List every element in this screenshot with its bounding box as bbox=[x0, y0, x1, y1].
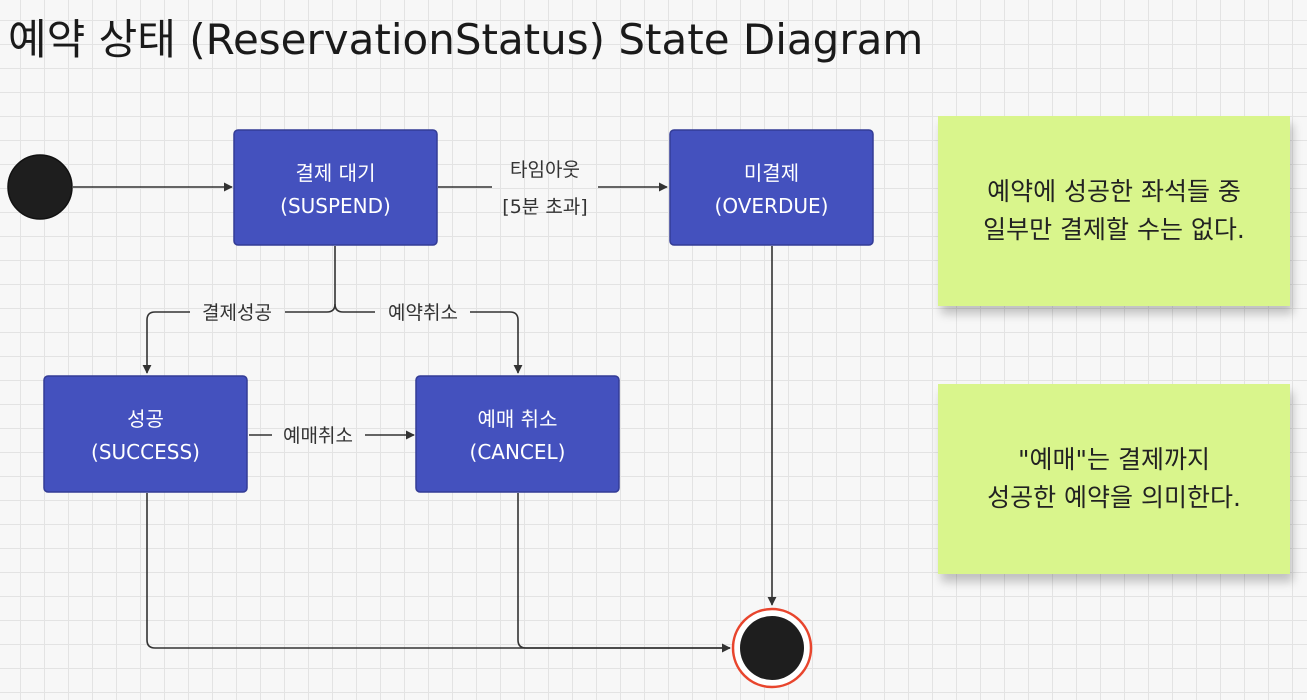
edge-success-to-end bbox=[146, 493, 731, 653]
note2-line1: "예매"는 결제까지 bbox=[1018, 445, 1210, 474]
edge-reserve-cancel bbox=[334, 303, 518, 373]
state-cancel-name: 예매 취소 bbox=[478, 407, 558, 431]
state-suspend[interactable]: 결제 대기 (SUSPEND) bbox=[233, 129, 438, 246]
edge-label-reserve-cancel: 예약취소 bbox=[388, 302, 458, 324]
note1-line1: 예약에 성공한 좌석들 중 bbox=[987, 177, 1241, 206]
state-overdue-name: 미결제 bbox=[744, 161, 799, 185]
edge-label-timeout-1: 타임아웃 bbox=[510, 159, 580, 181]
state-success-code: (SUCCESS) bbox=[91, 440, 200, 464]
page-title: 예약 상태 (ReservationStatus) State Diagram bbox=[8, 15, 924, 64]
edge-cancel-to-end bbox=[517, 493, 730, 649]
edge-label-pay-success: 결제성공 bbox=[202, 302, 272, 324]
start-node[interactable] bbox=[7, 154, 73, 220]
state-cancel-code: (CANCEL) bbox=[470, 440, 566, 464]
state-overdue-code: (OVERDUE) bbox=[715, 194, 829, 218]
state-suspend-name: 결제 대기 bbox=[296, 161, 376, 185]
state-cancel[interactable]: 예매 취소 (CANCEL) bbox=[415, 375, 620, 493]
state-overdue[interactable]: 미결제 (OVERDUE) bbox=[669, 129, 874, 246]
sticky-note-ticket-definition[interactable]: "예매"는 결제까지 성공한 예약을 의미한다. bbox=[938, 384, 1290, 574]
state-success[interactable]: 성공 (SUCCESS) bbox=[43, 375, 248, 493]
end-node[interactable] bbox=[731, 607, 813, 689]
note2-line2: 성공한 예약을 의미한다. bbox=[987, 483, 1241, 512]
note1-line2: 일부만 결제할 수는 없다. bbox=[983, 215, 1245, 244]
edge-label-ticket-cancel: 예매취소 bbox=[283, 425, 353, 447]
state-success-name: 성공 bbox=[127, 407, 164, 431]
state-suspend-code: (SUSPEND) bbox=[280, 194, 391, 218]
sticky-note-partial-payment[interactable]: 예약에 성공한 좌석들 중 일부만 결제할 수는 없다. bbox=[938, 116, 1290, 306]
edge-label-timeout-2: [5분 초과] bbox=[502, 196, 587, 218]
